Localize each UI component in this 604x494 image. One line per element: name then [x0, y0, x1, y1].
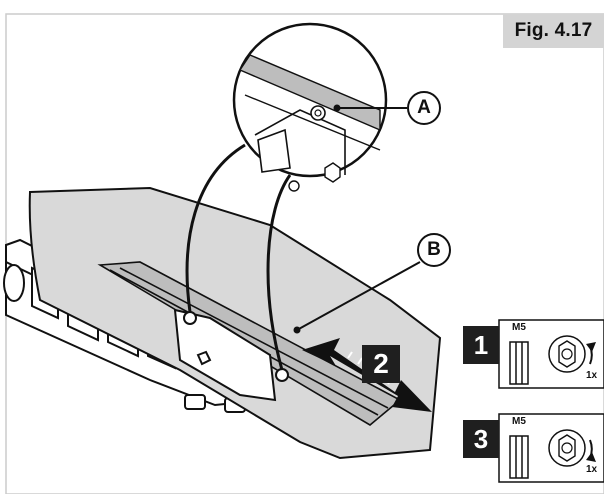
step-3-tool-panel: [498, 413, 604, 483]
step-3-tool-size: M5: [512, 416, 526, 427]
figure-label: Fig. 4.17: [503, 14, 604, 48]
magnifier-leaders: [185, 143, 292, 371]
callout-b-leader: [296, 261, 421, 331]
mounting-bracket: [173, 308, 289, 402]
step-1-count: 1x: [586, 370, 598, 381]
step-2-badge: 2: [362, 345, 400, 383]
step-1-tool-panel: [498, 319, 604, 389]
step-3-count: 1x: [586, 464, 598, 475]
nut-rotation-icon: [548, 335, 596, 373]
step-1-tool-size: M5: [512, 322, 526, 333]
figure-label-text: Fig. 4.17: [514, 20, 593, 41]
hex-key-icon: [509, 341, 529, 385]
callout-b: B: [417, 233, 451, 267]
step-3-badge: 3: [463, 420, 499, 458]
hex-key-icon: [509, 435, 529, 479]
detail-magnifier: [232, 22, 388, 192]
nut-rotation-icon: [548, 429, 596, 467]
step-1-badge: 1: [463, 326, 499, 364]
callout-a: A: [407, 91, 441, 125]
